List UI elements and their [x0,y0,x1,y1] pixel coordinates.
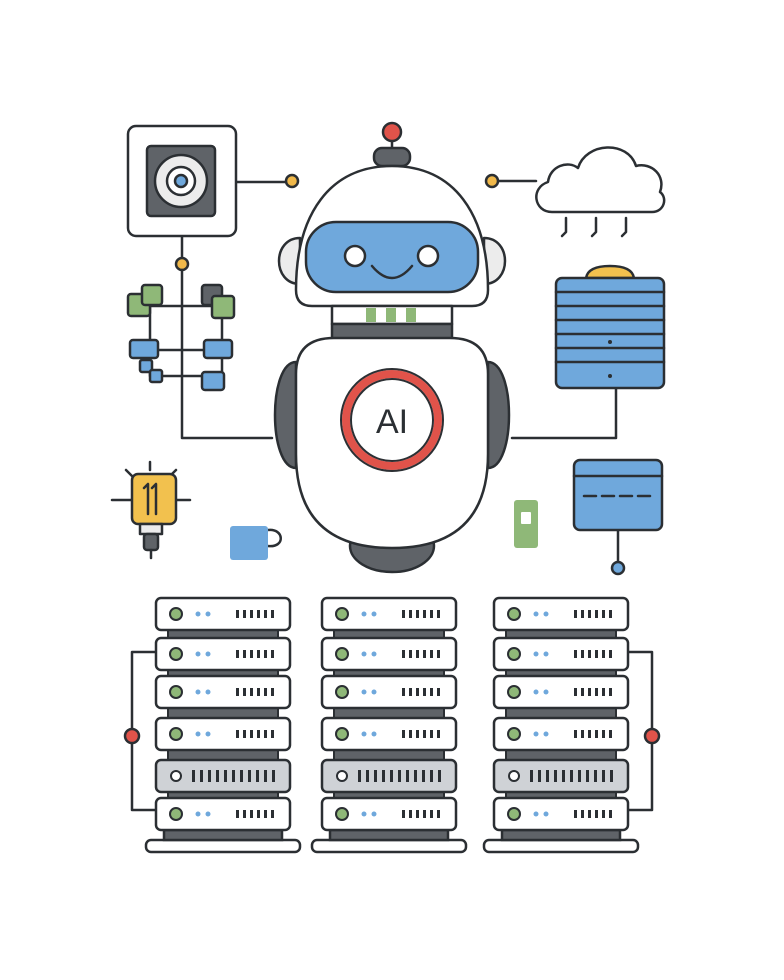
lightbulb-icon [110,460,192,560]
server-unit [492,758,630,799]
status-led [507,607,521,621]
status-led [335,685,349,699]
status-led [169,647,183,661]
server-unit [154,636,292,677]
robot: AI [273,121,511,574]
server-rack-icon [482,596,640,854]
server-unit [492,716,630,761]
database-icon [554,264,666,390]
server-unit [320,716,458,761]
status-led [507,685,521,699]
server-unit [154,758,292,799]
server-unit [320,758,458,799]
connector-lines [174,173,626,576]
server-unit [492,796,630,832]
server-unit [320,796,458,832]
status-led [169,607,183,621]
server-unit [492,636,630,677]
status-led [335,807,349,821]
server-unit [492,674,630,719]
status-led [507,647,521,661]
cup-icon [230,526,282,560]
monitor-icon [572,458,664,532]
battery-icon [514,500,538,548]
speaker-icon [126,124,238,238]
status-led [335,647,349,661]
server-unit [154,596,292,639]
server-unit [320,674,458,719]
server-unit [320,596,458,639]
server-unit [154,716,292,761]
status-led [507,807,521,821]
server-rack-icon [144,596,302,854]
server-racks [144,596,640,854]
server-unit [154,674,292,719]
status-led [169,727,183,741]
server-unit [154,796,292,832]
status-led [169,685,183,699]
cloud-icon [535,146,666,238]
server-unit [320,636,458,677]
rack-connector-lines [123,650,661,812]
status-led [335,727,349,741]
status-led [335,607,349,621]
status-led [169,807,183,821]
ai-badge-label: AI [376,403,408,441]
server-rack-icon [310,596,468,854]
flowchart-icon [126,283,236,392]
server-unit [492,596,630,639]
status-led [507,727,521,741]
